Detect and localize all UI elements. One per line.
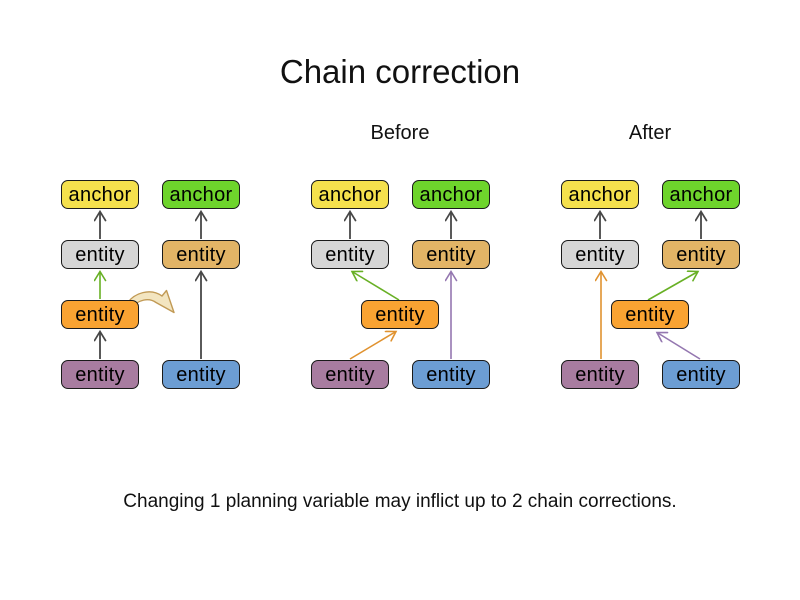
anchor-box: anchor bbox=[162, 180, 240, 209]
entity-box: entity bbox=[412, 240, 490, 269]
entity-box: entity bbox=[561, 240, 639, 269]
caption-text: Changing 1 planning variable may inflict… bbox=[123, 491, 677, 512]
edge-g2-orange-to-gray bbox=[352, 272, 400, 301]
anchor-box: anchor bbox=[662, 180, 740, 209]
entity-box: entity bbox=[61, 360, 139, 389]
entity-box: entity bbox=[162, 360, 240, 389]
entity-box: entity bbox=[561, 360, 639, 389]
entity-box: entity bbox=[311, 240, 389, 269]
anchor-box: anchor bbox=[61, 180, 139, 209]
entity-box: entity bbox=[311, 360, 389, 389]
page-title: Chain correction bbox=[279, 53, 521, 91]
entity-box: entity bbox=[611, 300, 689, 329]
edge-g3-orange-to-tan bbox=[647, 272, 698, 301]
entity-box: entity bbox=[412, 360, 490, 389]
edge-g3-blue-to-orange bbox=[657, 333, 701, 360]
edge-g2-purple-to-orange bbox=[349, 332, 396, 360]
section-label-after: After bbox=[628, 122, 672, 144]
entity-box: entity bbox=[61, 240, 139, 269]
anchor-box: anchor bbox=[311, 180, 389, 209]
entity-box: entity bbox=[361, 300, 439, 329]
anchor-box: anchor bbox=[561, 180, 639, 209]
entity-box: entity bbox=[61, 300, 139, 329]
entity-box: entity bbox=[162, 240, 240, 269]
entity-box: entity bbox=[662, 360, 740, 389]
anchor-box: anchor bbox=[412, 180, 490, 209]
section-label-before: Before bbox=[370, 122, 430, 144]
entity-box: entity bbox=[662, 240, 740, 269]
